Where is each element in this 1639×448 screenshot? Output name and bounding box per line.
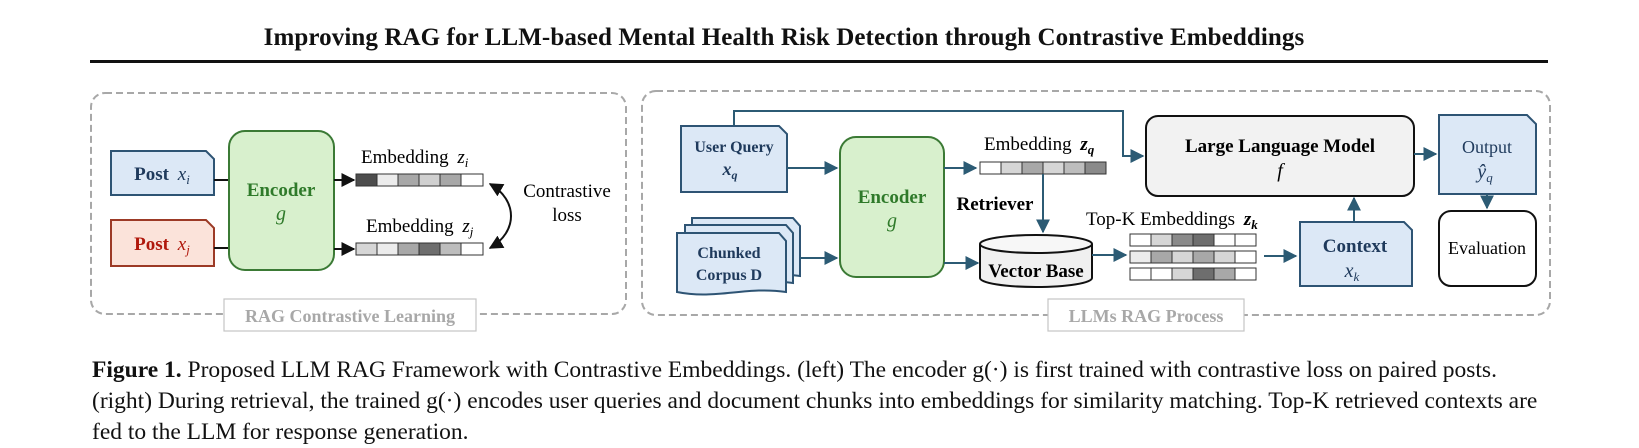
user-query-box (680, 125, 788, 193)
llm-box (1145, 115, 1415, 197)
embedding-j-label: Embedding zj (366, 216, 474, 239)
encoder-right-var: g (887, 210, 897, 232)
corpus-front-doc (676, 232, 787, 296)
page-title: Improving RAG for LLM-based Mental Healt… (263, 24, 1305, 51)
embedding-q-label: Embedding zq (984, 134, 1095, 157)
evaluation-label: Evaluation (1448, 238, 1526, 258)
query-to-llm-arrow (733, 110, 1145, 163)
encoder-right-title: Encoder (858, 187, 927, 208)
contrastive-loss-arrow (488, 183, 512, 249)
encoder-left-title: Encoder (247, 180, 316, 201)
post-i-box (110, 150, 215, 196)
output-title: Output (1462, 137, 1512, 157)
figure-caption-text: Proposed LLM RAG Framework with Contrast… (92, 357, 1538, 445)
framework-figure: RAG Contrastive Learning Post xi Post xj… (90, 90, 1551, 332)
embedding-q-vector (979, 161, 1107, 175)
vector-base-label: Vector Base (988, 261, 1084, 282)
post-j-label: Post xj (134, 234, 190, 257)
left-panel-label-box (223, 298, 477, 332)
encoder-left-box (228, 130, 335, 271)
vector-base-cylinder (979, 234, 1093, 288)
context-title: Context (1323, 236, 1388, 257)
encoder-left-var: g (276, 203, 286, 225)
context-var: xk (1344, 260, 1360, 284)
embedding-i-vector (355, 173, 484, 187)
post-i-label: Post xi (134, 164, 190, 187)
user-query-var: xq (722, 159, 738, 182)
left-panel-border (90, 92, 627, 315)
encoder-right-box (839, 136, 945, 278)
contrastive-loss-line1: Contrastive (523, 181, 611, 202)
corpus-line1: Chunked (697, 245, 760, 262)
corpus-line2: Corpus D (696, 267, 762, 284)
embedding-i-label: Embedding zi (361, 147, 469, 170)
figure-caption: Figure 1. Proposed LLM RAG Framework wit… (92, 355, 1550, 448)
evaluation-box (1438, 210, 1537, 287)
llm-title: Large Language Model (1185, 136, 1375, 157)
left-panel-label: RAG Contrastive Learning (245, 306, 455, 326)
user-query-title: User Query (694, 139, 773, 156)
output-box (1438, 114, 1537, 195)
contrastive-loss-line2: loss (552, 205, 582, 226)
right-panel-label-box (1047, 298, 1245, 332)
right-panel-border (641, 90, 1551, 316)
embedding-j-vector (355, 242, 484, 256)
topk-label: Top-K Embeddings zk (1086, 209, 1258, 232)
output-var: ŷq (1475, 161, 1493, 185)
right-panel-label: LLMs RAG Process (1069, 306, 1224, 326)
title-rule (90, 60, 1548, 63)
topk-vectors (1129, 233, 1257, 281)
figure-caption-label: Figure 1. (92, 357, 182, 383)
llm-var: f (1277, 160, 1285, 182)
context-box (1299, 221, 1413, 287)
retriever-label: Retriever (957, 194, 1035, 215)
